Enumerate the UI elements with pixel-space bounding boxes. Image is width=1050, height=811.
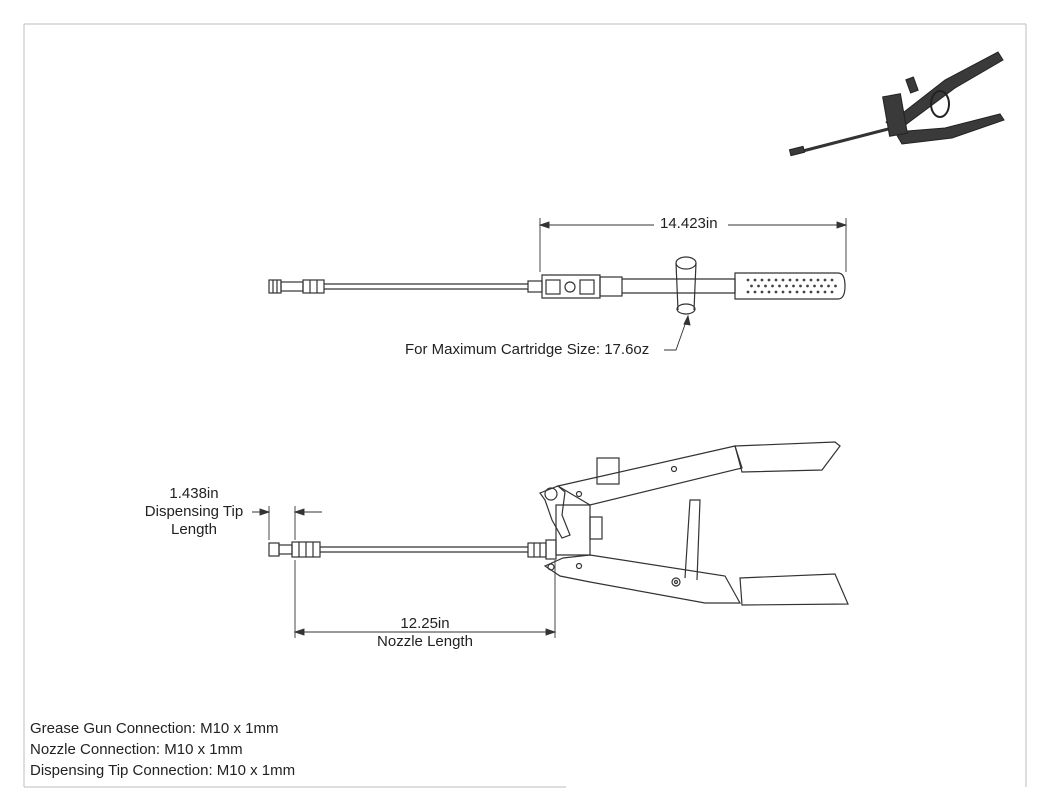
grip-dot: [781, 290, 785, 294]
tip-length-label: 1.438in Dispensing Tip Length: [132, 485, 256, 539]
nozzle-length-label: 12.25in Nozzle Length: [360, 615, 490, 651]
grip-dot: [820, 284, 823, 288]
nozzle-length-value: 12.25in: [400, 615, 450, 632]
grip-dot: [788, 290, 792, 294]
connection-notes: Grease Gun Connection: M10 x 1mm Nozzle …: [30, 718, 295, 781]
grip-dot: [802, 278, 806, 282]
dimension-lines: [252, 218, 848, 638]
tip-length-line2: Length: [171, 521, 217, 538]
grip-dot: [767, 278, 771, 282]
tip-length-value: 1.438in: [169, 485, 219, 502]
grip-dot: [795, 278, 799, 282]
grip-dot: [774, 278, 778, 282]
grip-dot: [823, 278, 827, 282]
grip-dot: [757, 284, 760, 288]
grip-dot: [834, 284, 837, 288]
grip-dot: [774, 290, 778, 294]
grip-dot: [746, 278, 750, 282]
grip-dot: [753, 278, 757, 282]
grip-dot: [806, 284, 809, 288]
grip-dot: [823, 290, 827, 294]
overall-length-label: 14.423in: [660, 215, 718, 232]
grip-dot: [760, 278, 764, 282]
note-grease-gun-connection: Grease Gun Connection: M10 x 1mm: [30, 720, 279, 737]
top-view: [268, 256, 846, 315]
tip-length-line1: Dispensing Tip: [144, 503, 244, 520]
grip-dot: [778, 284, 781, 288]
grip-dot: [753, 290, 757, 294]
isometric-view: [788, 51, 1005, 157]
grip-dot: [802, 290, 806, 294]
grip-dot: [809, 278, 813, 282]
grip-dot: [809, 290, 813, 294]
grip-dot: [816, 290, 820, 294]
grip-dot: [767, 290, 771, 294]
grip-dot: [799, 284, 802, 288]
grip-dot: [764, 284, 767, 288]
grip-dot: [746, 290, 750, 294]
note-nozzle-connection: Nozzle Connection: M10 x 1mm: [30, 741, 243, 758]
grip-dot: [827, 284, 830, 288]
grip-dot: [792, 284, 795, 288]
grip-dot: [813, 284, 816, 288]
cartridge-size-note: For Maximum Cartridge Size: 17.6oz: [405, 341, 650, 358]
side-view: [268, 441, 849, 606]
grip-dot: [830, 290, 834, 294]
grip-dot: [830, 278, 834, 282]
grip-dot: [788, 278, 792, 282]
grip-dot: [760, 290, 764, 294]
drawing-frame: [23, 23, 1027, 788]
grip-dot: [795, 290, 799, 294]
grip-dot: [785, 284, 788, 288]
note-dispensing-tip-connection: Dispensing Tip Connection: M10 x 1mm: [30, 762, 296, 779]
grip-dot: [781, 278, 785, 282]
grip-dot: [816, 278, 820, 282]
grip-dot: [750, 284, 753, 288]
nozzle-length-text: Nozzle Length: [377, 633, 473, 650]
grip-dot: [771, 284, 774, 288]
